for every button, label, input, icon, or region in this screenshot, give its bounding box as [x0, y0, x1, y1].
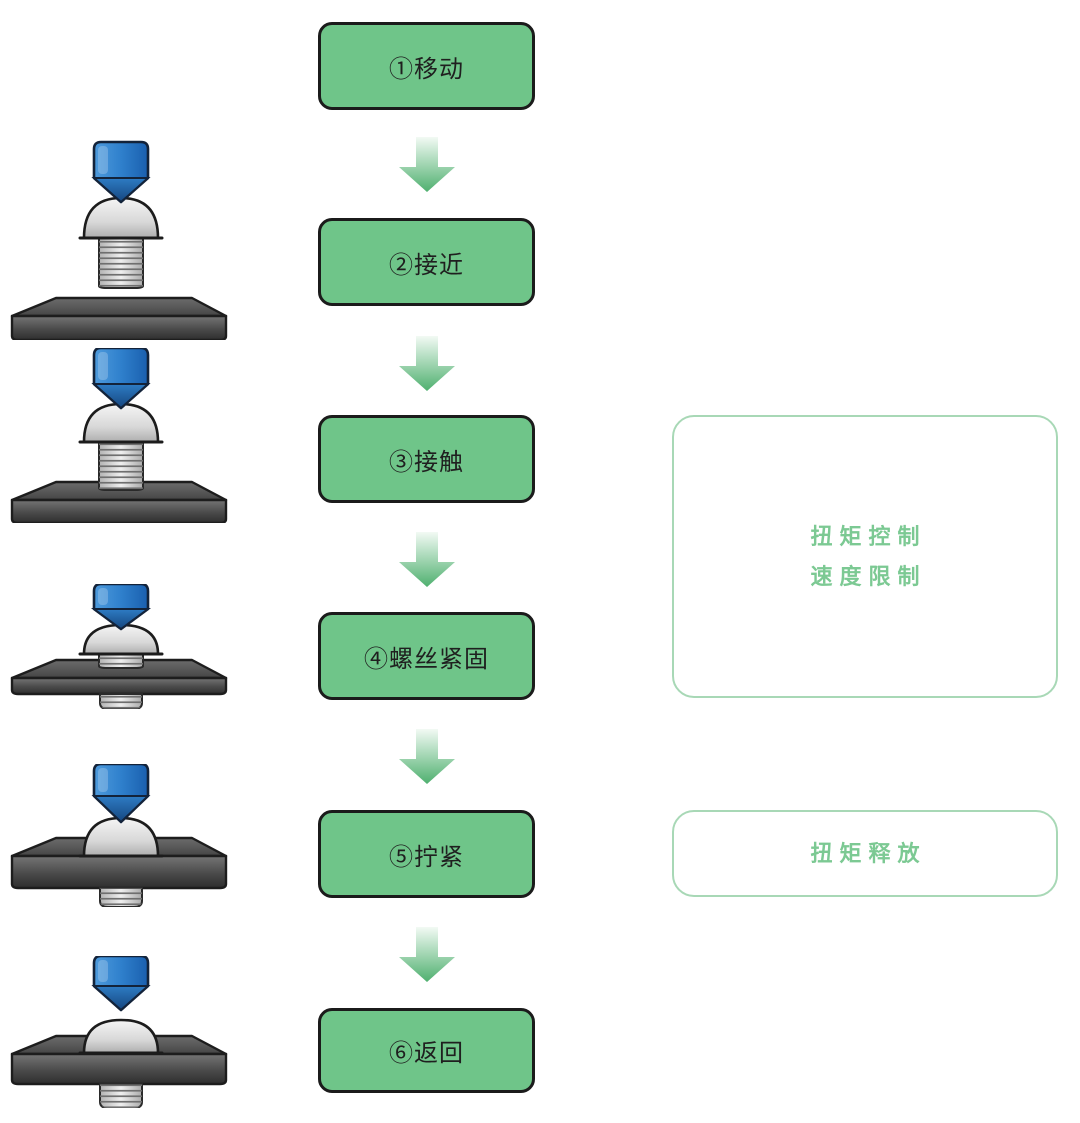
down-arrow-icon — [399, 532, 455, 587]
step-box-return: ⑥返回 — [318, 1008, 535, 1093]
step-box-approach: ②接近 — [318, 218, 535, 306]
illustration-screw-above-plate — [4, 140, 232, 340]
annotation-line: 扭矩控制 — [810, 523, 927, 549]
down-arrow-icon — [399, 927, 455, 982]
step-label: ⑤拧紧 — [389, 843, 464, 871]
step-label: ①移动 — [389, 55, 464, 83]
annotation-torque-control: 扭矩控制 速度限制 — [672, 415, 1058, 698]
step-label: ③接触 — [389, 448, 464, 476]
step-label: ⑥返回 — [389, 1040, 464, 1067]
step-box-contact: ③接触 — [318, 415, 535, 503]
illustration-bit-retracted — [4, 956, 232, 1108]
illustration-screw-head-seated — [4, 764, 232, 907]
step-box-tighten: ⑤拧紧 — [318, 810, 535, 898]
illustration-screw-partially-driven — [4, 584, 232, 709]
down-arrow-icon — [399, 729, 455, 784]
step-label: ④螺丝紧固 — [364, 645, 489, 673]
step-box-fasten: ④螺丝紧固 — [318, 612, 535, 700]
down-arrow-icon — [399, 336, 455, 391]
step-box-move: ①移动 — [318, 22, 535, 110]
step-label: ②接近 — [389, 251, 464, 279]
annotation-line: 速度限制 — [810, 563, 927, 589]
annotation-line: 扭矩释放 — [810, 840, 927, 866]
illustration-screw-touching-plate — [4, 348, 232, 523]
down-arrow-icon — [399, 137, 455, 192]
annotation-torque-release: 扭矩释放 — [672, 810, 1058, 897]
